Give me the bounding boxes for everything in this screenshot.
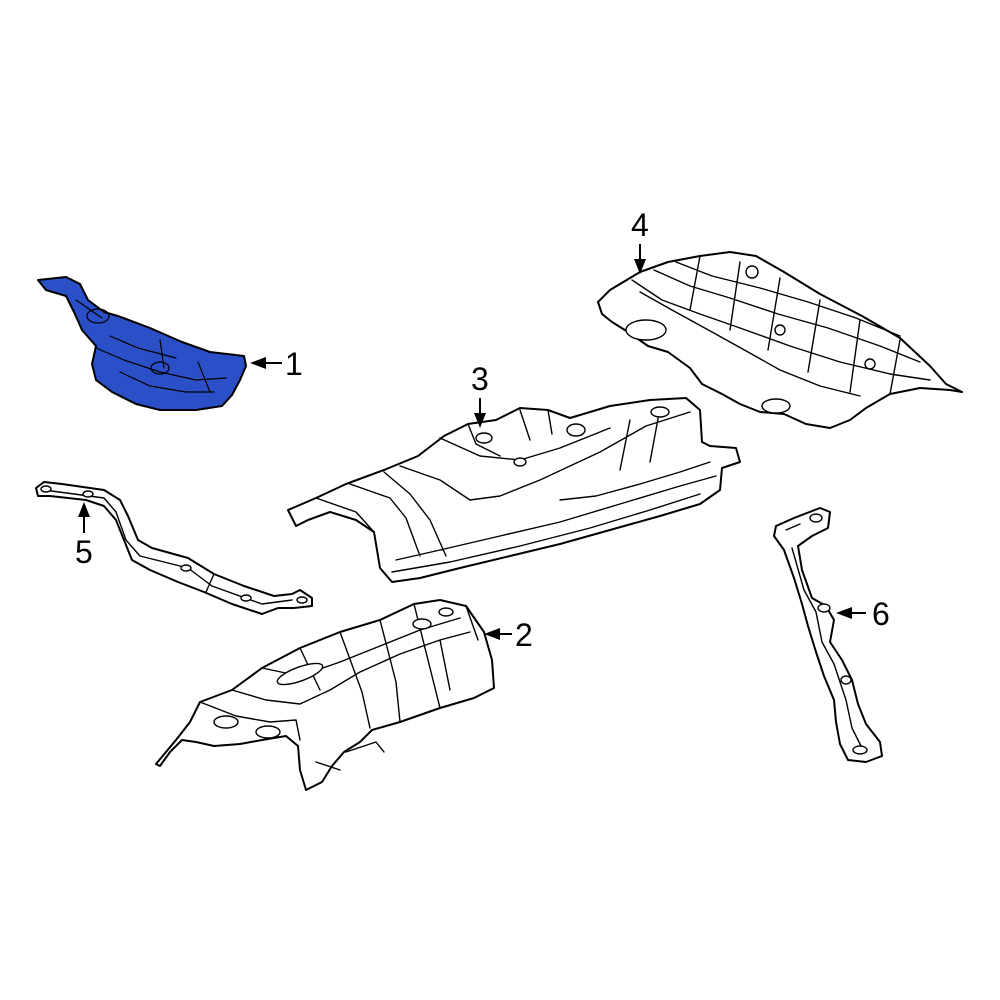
callout-4-arrow-icon xyxy=(634,259,646,274)
part-4-hole-a xyxy=(625,319,667,341)
callout-2-number: 2 xyxy=(515,617,533,653)
callout-1: 1 xyxy=(250,346,303,382)
part-4-hole-c xyxy=(745,265,759,279)
callout-5: 5 xyxy=(75,502,93,570)
part-1-boss xyxy=(150,361,170,375)
part-1-hole xyxy=(86,308,110,324)
part-1-ribs xyxy=(75,299,227,393)
part-2-heat-shield[interactable] xyxy=(155,599,495,791)
part-6-ribs xyxy=(785,523,863,749)
part-6-body xyxy=(773,507,883,763)
part-4-heat-shield[interactable] xyxy=(597,251,963,429)
part-4-hole-d xyxy=(774,324,786,336)
part-1-heat-shield[interactable] xyxy=(37,276,247,411)
part-3-hole-c xyxy=(475,432,493,444)
part-2-hole-b xyxy=(255,725,281,739)
callout-5-arrow-icon xyxy=(78,502,90,517)
part-6-bracket[interactable] xyxy=(773,507,883,763)
part-5-hole-a xyxy=(40,485,52,493)
part-2-hole-d xyxy=(438,607,454,617)
part-5-hole-e xyxy=(296,596,308,604)
callout-2-arrow-icon xyxy=(484,628,500,640)
callout-1-number: 1 xyxy=(285,346,303,382)
callout-3: 3 xyxy=(471,361,489,428)
callout-6-number: 6 xyxy=(872,596,890,632)
callout-6-arrow-icon xyxy=(836,607,852,619)
callout-4-number: 4 xyxy=(631,207,649,243)
part-6-hole-c xyxy=(840,675,852,685)
part-4-hole-e xyxy=(864,358,876,370)
part-2-hole-a xyxy=(213,715,239,729)
part-4-hole-b xyxy=(761,398,791,414)
part-3-ribs xyxy=(315,407,717,573)
part-6-hole-d xyxy=(852,745,868,755)
callout-5-number: 5 xyxy=(75,534,93,570)
part-5-hole-b xyxy=(82,490,94,498)
callout-1-arrow-icon xyxy=(250,357,266,369)
callout-4: 4 xyxy=(631,207,649,274)
part-1-body xyxy=(37,276,247,411)
callout-3-arrow-icon xyxy=(474,413,486,428)
part-5-bracket[interactable] xyxy=(35,481,313,615)
part-2-hole-c xyxy=(412,618,432,630)
part-6-hole-a xyxy=(809,513,823,523)
callout-6: 6 xyxy=(836,596,890,632)
part-3-hole-b xyxy=(650,406,670,418)
part-6-hole-b xyxy=(817,603,831,613)
callout-2: 2 xyxy=(484,617,533,653)
callout-3-number: 3 xyxy=(471,361,489,397)
part-5-hole-d xyxy=(240,594,252,602)
part-2-slot xyxy=(276,662,324,686)
part-5-hole-c xyxy=(180,564,192,572)
part-2-body xyxy=(155,599,495,791)
part-3-heat-shield[interactable] xyxy=(287,397,741,583)
part-4-ribs xyxy=(631,255,931,397)
part-3-hole-d xyxy=(513,457,527,467)
part-3-hole-a xyxy=(566,423,586,437)
